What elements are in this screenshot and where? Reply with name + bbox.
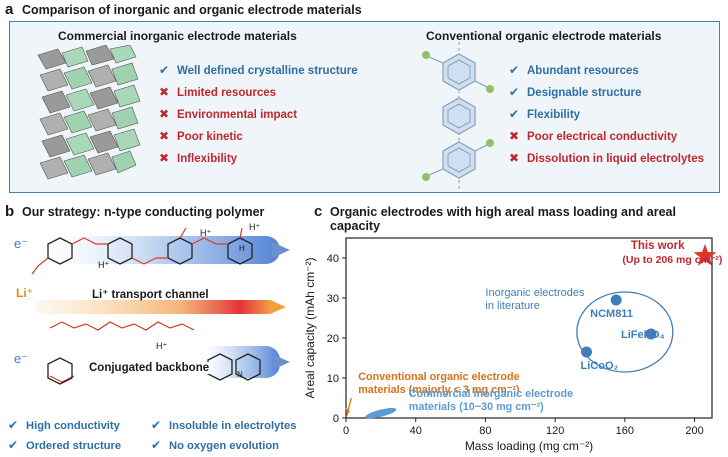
cross-icon: ✖ — [158, 151, 170, 165]
bullet-item: ✔Insoluble in electrolytes — [150, 418, 297, 432]
panel-a-letter: a — [5, 1, 14, 18]
inorganic-heading: Commercial inorganic electrode materials — [58, 29, 297, 43]
this-work-label: This work — [631, 240, 685, 252]
check-icon: ✔ — [150, 418, 162, 432]
commercial-inorganic-region — [365, 408, 397, 419]
inorganic-feature: ✖Poor kinetic — [157, 125, 358, 147]
h-plus-label: H⁺ — [200, 228, 212, 238]
li-ion-label: Li⁺ — [16, 286, 33, 300]
y-tick-label: 20 — [327, 333, 339, 345]
organic-arrow-head — [345, 407, 350, 416]
cross-icon: ✖ — [158, 107, 170, 121]
y-tick-label: 10 — [327, 373, 339, 385]
annotation: materials (majorly < 3 mg cm⁻²) — [358, 384, 520, 396]
h-label: H — [239, 244, 245, 253]
cross-icon: ✖ — [158, 129, 170, 143]
y-tick-label: 0 — [333, 413, 339, 425]
y-tick-label: 40 — [327, 253, 339, 265]
annotation: in literature — [485, 300, 539, 312]
x-tick-label: 40 — [410, 425, 422, 437]
inorganic-feature-list: ✔Well defined crystalline structure ✖Lim… — [157, 59, 358, 169]
inorganic-region-ellipse — [576, 291, 674, 373]
this-work-sublabel: (Up to 206 mg cm⁻²) — [622, 254, 722, 266]
y-tick-label: 30 — [327, 293, 339, 305]
panel-b-letter: b — [5, 203, 15, 220]
annotation: Commercial inorganic electrode — [409, 388, 573, 400]
x-tick-label: 160 — [616, 425, 634, 437]
data-point — [610, 294, 622, 306]
annotation: materials (10~30 mg cm⁻²) — [409, 401, 544, 413]
check-icon: ✔ — [508, 107, 520, 121]
panel-a-title: Comparison of inorganic and organic elec… — [22, 3, 362, 17]
cross-icon: ✖ — [508, 129, 520, 143]
inorganic-feature: ✖Inflexibility — [157, 147, 358, 169]
h-plus-label: H⁺ — [249, 222, 261, 232]
x-axis-label: Mass loading (mg cm⁻²) — [465, 439, 593, 453]
polymer-illustration — [31, 228, 290, 385]
this-work-star-icon — [693, 244, 717, 266]
organic-feature: ✔Abundant resources — [507, 59, 704, 81]
inorganic-feature: ✖Environmental impact — [157, 103, 358, 125]
electron-label-top: e⁻ — [14, 236, 29, 251]
cross-icon: ✖ — [508, 151, 520, 165]
inorganic-feature: ✔Well defined crystalline structure — [157, 59, 358, 81]
n-label: N — [237, 370, 243, 379]
point-label: LiFePO₄ — [621, 329, 665, 341]
organic-feature-list: ✔Abundant resources ✔Designable structur… — [507, 59, 704, 169]
check-icon: ✔ — [7, 438, 19, 452]
h-plus-label: H⁺ — [98, 260, 110, 270]
crystal-structure-illustration — [37, 45, 141, 180]
organic-feature: ✖Dissolution in liquid electrolytes — [507, 147, 704, 169]
x-tick-label: 200 — [685, 425, 703, 437]
h-plus-label: H⁺ — [156, 341, 168, 351]
x-tick-label: 0 — [343, 425, 349, 437]
bullet-item: ✔Ordered structure — [7, 438, 122, 452]
li-channel-label: Li⁺ transport channel — [92, 289, 209, 301]
data-point — [581, 346, 593, 358]
panel-c-letter: c — [314, 203, 323, 220]
annotation: Inorganic electrodes — [485, 287, 585, 299]
check-icon: ✔ — [150, 438, 162, 452]
backbone-label: Conjugated backbone — [89, 362, 210, 374]
x-tick-label: 80 — [479, 425, 491, 437]
bullet-item: ✔No oxygen evolution — [150, 438, 280, 452]
panel-b-bullets: ✔High conductivity ✔Insoluble in electro… — [6, 418, 306, 456]
y-axis-label: Areal capacity (mAh cm⁻²) — [303, 257, 317, 398]
check-icon: ✔ — [158, 63, 170, 77]
organic-feature: ✔Designable structure — [507, 81, 704, 103]
data-point — [645, 328, 657, 340]
point-label: NCM811 — [590, 308, 633, 320]
cross-icon: ✖ — [158, 85, 170, 99]
point-label: LiCoO₂ — [581, 360, 619, 372]
check-icon: ✔ — [7, 418, 19, 432]
annotation: Conventional organic electrode — [358, 371, 519, 383]
organic-molecule-illustration — [422, 42, 494, 190]
panel-c-title: Organic electrodes with high areal mass … — [330, 205, 676, 233]
bullet-item: ✔High conductivity — [7, 418, 120, 432]
organic-heading: Conventional organic electrode materials — [426, 29, 662, 43]
plot-frame — [345, 237, 713, 419]
organic-feature: ✔Flexibility — [507, 103, 704, 125]
organic-feature: ✖Poor electrical conductivity — [507, 125, 704, 147]
panel-b-title: Our strategy: n-type conducting polymer — [22, 205, 265, 219]
x-tick-label: 120 — [546, 425, 564, 437]
inorganic-feature: ✖Limited resources — [157, 81, 358, 103]
check-icon: ✔ — [508, 63, 520, 77]
electron-label-bottom: e⁻ — [14, 351, 29, 366]
check-icon: ✔ — [508, 85, 520, 99]
